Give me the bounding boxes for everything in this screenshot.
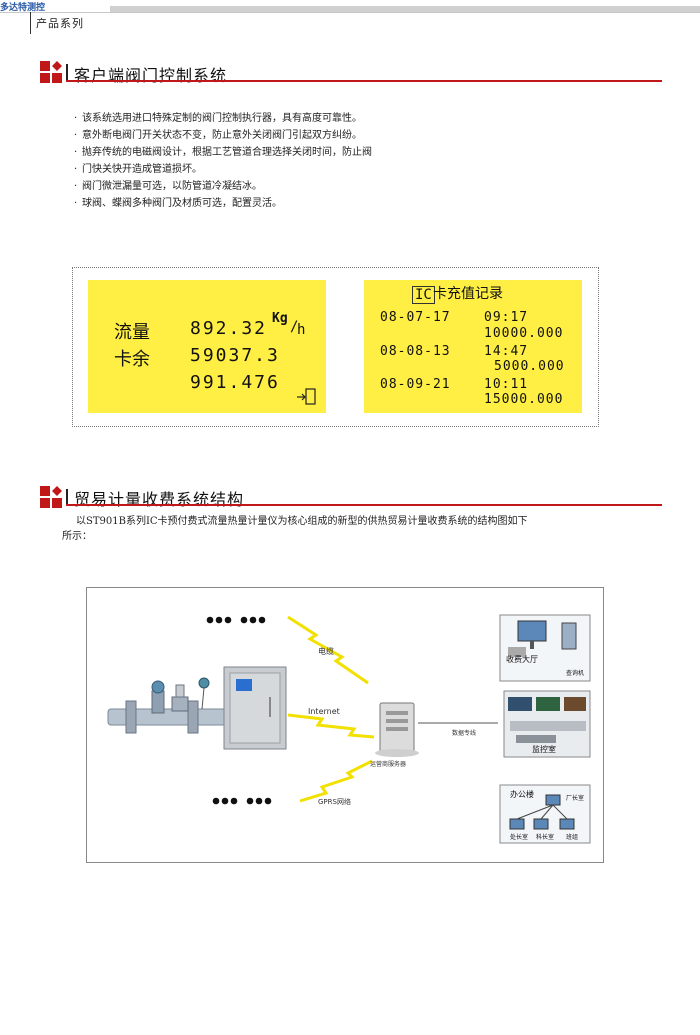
record-time: 10:11 [484,377,529,392]
company-logo: 多达特测控 [0,3,46,13]
record-amount: 5000.000 [494,359,565,374]
flow-display-panel [88,280,326,413]
feature-item: 意外断电阀门开关状态不变，防止意外关闭阀门引起双方纠纷。 [74,127,454,144]
label-gprs: GPRS网络 [318,798,351,806]
label-director: 厂长室 [566,795,585,802]
flow-value: 892.32 [190,318,268,339]
label-fee-hall: 收费大厅 [506,655,538,664]
section-underline [66,504,662,506]
flow-unit-kg: Kg [272,311,288,326]
section-underline [66,80,662,82]
feature-item: 抛弃传统的电磁阀设计，根据工艺管道合理选择关闭时间，防止阀 [74,144,454,161]
header-vline [30,12,31,34]
section-title-valve: 客户端阀门控制系统 [74,66,228,85]
label-cable: 电缆 [318,647,334,656]
label-server: 运营商服务器 [370,761,407,768]
label-team: 班组 [566,834,579,841]
record-amount: 10000.000 [484,326,564,341]
feature-item-cont: 门快关快开造成管道损坏。 [74,161,454,178]
intro-paragraph: 以ST901B系列IC卡预付费式流量热量计量仪为核心组成的新型的供热贸易计量收费… [62,516,528,542]
label-chief: 处长室 [510,834,529,841]
record-time: 09:17 [484,310,529,325]
balance-value: 59037.3 [190,345,280,366]
label-office: 办公楼 [510,790,534,799]
page-category: 产品系列 [36,17,84,30]
header-divider [0,12,700,13]
record-date: 08-08-13 [380,344,451,359]
record-time: 14:47 [484,344,529,359]
recharge-record-panel [364,280,582,413]
balance-label: 卡余 [114,349,150,370]
label-internet: Internet [308,707,340,716]
header-bar [110,6,700,12]
recharge-title: 卡充值记录 [433,286,503,302]
label-dataline: 数据专线 [452,730,477,737]
label-kiosk: 查询机 [566,670,585,677]
ic-badge: IC [412,286,435,304]
section-vbar [66,489,68,505]
feature-item: 阀门微泄漏量可选，以防管道冷凝结冰。 [74,178,454,195]
flow-label: 流量 [114,322,150,343]
record-date: 08-09-21 [380,377,451,392]
total-value: 991.476 [190,372,280,393]
record-amount: 15000.000 [484,392,564,407]
feature-item: 球阀、蝶阀多种阀门及材质可选，配置灵活。 [74,195,454,212]
record-date: 08-07-17 [380,310,451,325]
section-title-billing: 贸易计量收费系统结构 [74,490,245,509]
system-diagram-art [107,614,591,844]
flow-unit-h: h [297,322,306,338]
feature-list: 该系统选用进口特殊定制的阀门控制执行器，具有高度可靠性。 意外断电阀门开关状态不… [74,110,454,212]
section-vbar [66,64,68,80]
door-exit-icon [297,388,316,405]
label-monitor-room: 监控室 [532,745,556,754]
label-dept: 科长室 [536,834,555,841]
feature-item: 该系统选用进口特殊定制的阀门控制执行器，具有高度可靠性。 [74,110,454,127]
section-diamond-icon [40,61,62,83]
section-diamond-icon [40,486,62,508]
display-frame [72,267,599,427]
